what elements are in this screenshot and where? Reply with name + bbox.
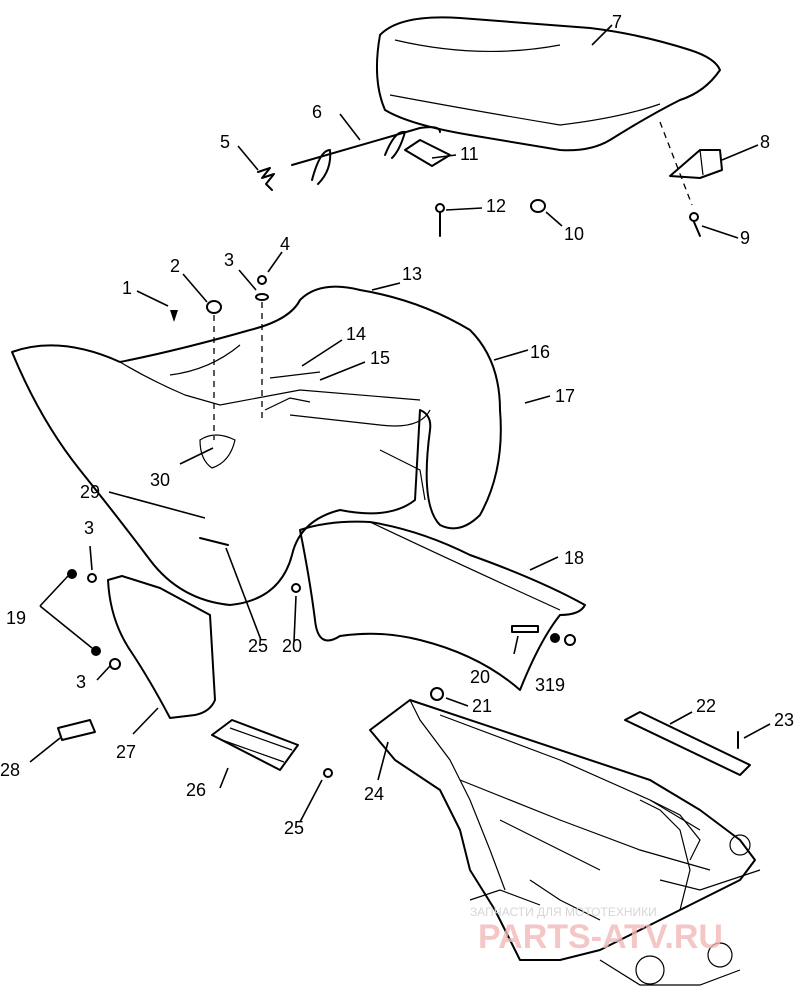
washer-3-top bbox=[255, 293, 269, 301]
spring bbox=[257, 167, 275, 191]
callout-25-bottom: 25 bbox=[284, 818, 304, 838]
callout-6: 6 bbox=[312, 102, 322, 122]
callout-4: 4 bbox=[280, 234, 290, 254]
callout-23: 23 bbox=[774, 710, 794, 730]
callout-3-mid: 3 bbox=[84, 518, 94, 538]
fastener-19-top bbox=[67, 569, 97, 583]
frame bbox=[369, 699, 761, 986]
seat-bumper bbox=[530, 199, 546, 213]
callout-3-low: 3 bbox=[76, 672, 86, 692]
callout-9: 9 bbox=[740, 228, 750, 248]
screw-20-left bbox=[291, 583, 301, 593]
fastener-20-right bbox=[511, 625, 576, 646]
callout-13: 13 bbox=[402, 264, 422, 284]
leader-lines bbox=[29, 24, 771, 823]
callout-26: 26 bbox=[186, 780, 206, 800]
callout-labels: 7 6 5 11 8 12 10 9 2 3 4 13 1 14 16 15 1… bbox=[0, 12, 794, 838]
screw-1 bbox=[170, 310, 178, 322]
callout-21: 21 bbox=[472, 696, 492, 716]
seat bbox=[376, 16, 721, 152]
callout-12: 12 bbox=[486, 196, 506, 216]
nut-2 bbox=[206, 300, 222, 314]
callout-25-top: 25 bbox=[248, 636, 268, 656]
fastener-19-bottom bbox=[91, 646, 121, 670]
seat-bracket bbox=[669, 149, 723, 179]
screw-4 bbox=[257, 275, 267, 285]
callout-319: 319 bbox=[535, 675, 565, 695]
callout-19: 19 bbox=[6, 608, 26, 628]
watermark-tagline: ЗАПЧАСТИ ДЛЯ МОТОТЕХНИКИ bbox=[470, 905, 657, 919]
seat-latch-rod bbox=[291, 126, 441, 185]
side-mudguard bbox=[299, 520, 586, 691]
small-plate bbox=[57, 719, 96, 741]
callout-10: 10 bbox=[564, 224, 584, 244]
callout-27: 27 bbox=[116, 742, 136, 762]
latch-plate bbox=[404, 139, 451, 167]
callout-16: 16 bbox=[530, 342, 550, 362]
callout-8: 8 bbox=[760, 132, 770, 152]
mud-flap bbox=[107, 575, 216, 719]
callout-14: 14 bbox=[346, 324, 366, 344]
callout-20-left: 20 bbox=[282, 636, 302, 656]
callout-5: 5 bbox=[220, 132, 230, 152]
footrest bbox=[211, 719, 299, 771]
rear-fender bbox=[11, 285, 502, 606]
callout-18: 18 bbox=[564, 548, 584, 568]
screw-25-bottom bbox=[323, 768, 333, 778]
callout-17: 17 bbox=[555, 386, 575, 406]
callout-15: 15 bbox=[370, 348, 390, 368]
callout-7: 7 bbox=[612, 12, 622, 32]
callout-11: 11 bbox=[460, 144, 479, 164]
grommet-21 bbox=[430, 687, 444, 701]
callout-29: 29 bbox=[80, 482, 100, 502]
callout-20-right: 20 bbox=[470, 667, 490, 687]
callout-28: 28 bbox=[0, 760, 20, 780]
assembly-line-seat-bracket bbox=[659, 121, 693, 206]
callout-1: 1 bbox=[122, 278, 132, 298]
callout-2: 2 bbox=[170, 256, 180, 276]
screw-12 bbox=[435, 203, 445, 237]
callout-22: 22 bbox=[696, 696, 716, 716]
watermark-logo: PARTS-ATV.RU bbox=[478, 918, 723, 956]
callout-30: 30 bbox=[150, 470, 170, 490]
frame-strap bbox=[624, 711, 751, 776]
screw-9 bbox=[689, 212, 701, 237]
callout-24: 24 bbox=[364, 784, 384, 804]
callout-3-top: 3 bbox=[224, 250, 234, 270]
screw-25-top bbox=[199, 537, 229, 546]
